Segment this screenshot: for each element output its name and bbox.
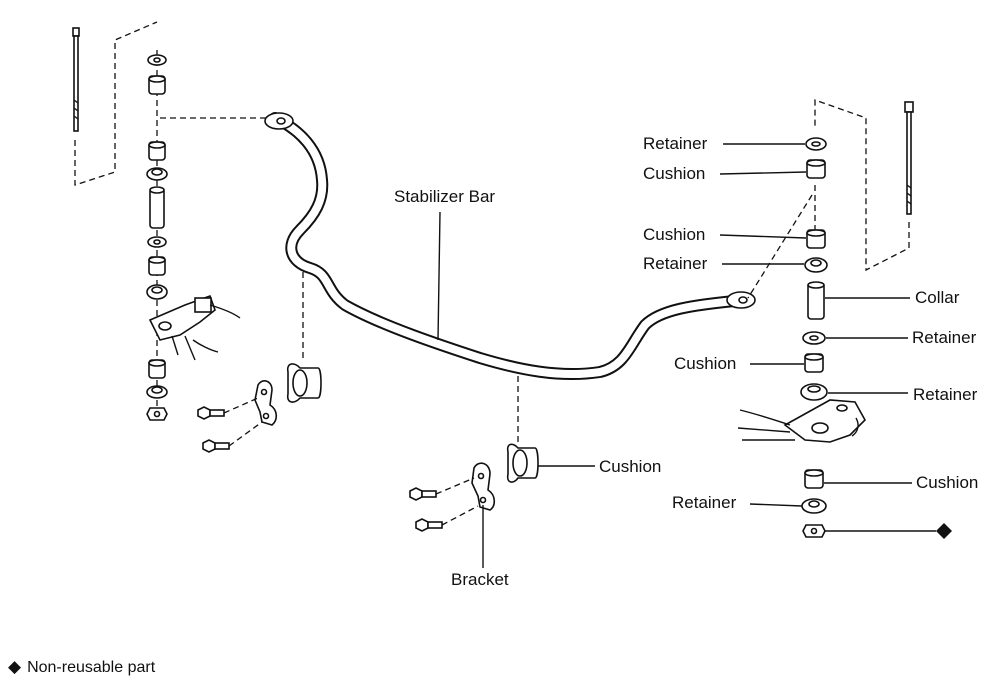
left-bar-cushion — [286, 363, 322, 403]
right-cushion-top — [806, 159, 826, 179]
right-retainer-2 — [804, 257, 828, 273]
right-collar — [807, 281, 825, 320]
right-cushion-bottom — [804, 469, 824, 489]
label-cushion-right-bottom: Cushion — [916, 473, 979, 492]
left-cushion-3 — [148, 256, 166, 276]
right-link-bolt — [904, 101, 914, 215]
right-lower-arm-bracket — [737, 399, 866, 443]
left-retainer-2 — [146, 167, 168, 181]
right-cushion-2 — [806, 229, 826, 249]
label-retainer-right-2: Retainer — [643, 254, 708, 273]
label-retainer-top-right: Retainer — [643, 134, 708, 153]
legend: ◆ Non-reusable part — [8, 657, 155, 677]
center-bar-cushion — [506, 443, 539, 483]
left-retainer-4 — [146, 284, 168, 300]
legend-text: Non-reusable part — [27, 659, 156, 676]
left-cushion-bottom — [148, 359, 166, 379]
legend-diamond-icon: ◆ — [8, 657, 22, 676]
left-cushion-2 — [148, 141, 166, 161]
left-bracket-bolt-upper — [197, 406, 225, 420]
label-retainer-right-bottom: Retainer — [672, 493, 737, 512]
left-collar — [149, 186, 165, 229]
label-bracket: Bracket — [451, 570, 509, 589]
left-retainer-top — [147, 54, 167, 66]
label-retainer-right-3: Retainer — [912, 328, 977, 347]
right-retainer-3 — [802, 331, 826, 345]
right-retainer-top — [805, 137, 827, 151]
left-bracket-bolt-lower — [202, 439, 230, 453]
non-reusable-marker — [936, 523, 952, 539]
label-cushion-right-3: Cushion — [674, 354, 737, 373]
right-retainer-bottom — [801, 498, 827, 514]
left-lower-arm-bracket — [148, 294, 241, 361]
left-bracket — [254, 380, 278, 426]
right-cushion-3 — [804, 353, 824, 373]
left-cushion-top — [148, 75, 166, 95]
label-stabilizer-bar: Stabilizer Bar — [394, 187, 496, 206]
right-retainer-4 — [800, 383, 828, 401]
label-retainer-right-4: Retainer — [913, 385, 978, 404]
label-cushion-right-2: Cushion — [643, 225, 706, 244]
left-retainer-3 — [147, 236, 167, 248]
label-cushion-top-right: Cushion — [643, 164, 706, 183]
center-bracket-bolt-lower — [415, 518, 443, 532]
left-nut — [146, 407, 168, 421]
label-collar: Collar — [915, 288, 960, 307]
left-link-bolt — [72, 27, 80, 132]
right-nut — [802, 524, 826, 538]
leader-lines — [437, 143, 936, 568]
stabilizer-bar — [264, 112, 756, 381]
left-retainer-bottom — [146, 385, 168, 399]
center-bracket-bolt-upper — [409, 487, 437, 501]
center-bracket — [471, 462, 496, 511]
label-cushion-center: Cushion — [599, 457, 662, 476]
